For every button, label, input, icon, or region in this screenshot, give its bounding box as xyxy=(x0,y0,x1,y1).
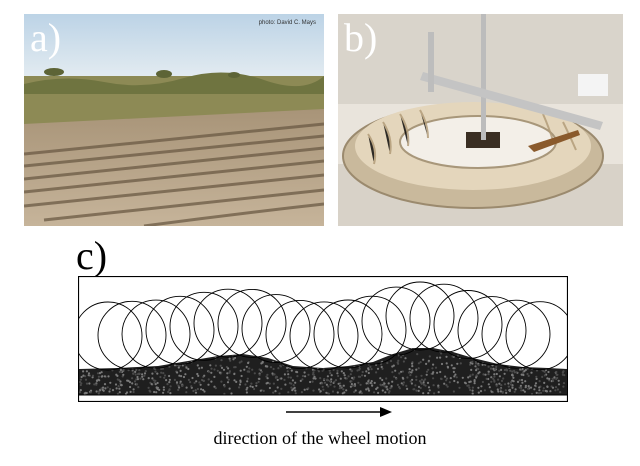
direction-caption: direction of the wheel motion xyxy=(213,428,427,448)
wheel-circle xyxy=(217,288,287,358)
wheel-circle xyxy=(121,299,191,369)
circular-track-photo xyxy=(338,14,623,226)
panel-c-label: c) xyxy=(76,233,108,278)
wheel-circle xyxy=(361,286,431,356)
wheel-circle xyxy=(409,283,479,353)
wheel-positions xyxy=(73,281,575,371)
central-axle xyxy=(481,14,486,140)
washboard-road-photo: photo: David C. Mays xyxy=(24,14,324,226)
wheel-simulation-diagram xyxy=(73,275,575,403)
direction-arrow xyxy=(286,407,392,417)
wheel-arm xyxy=(420,72,603,130)
wheel-circle xyxy=(241,294,311,364)
wheel-circle xyxy=(313,299,383,369)
wheel-circle xyxy=(481,299,551,369)
wheel-circle xyxy=(433,290,503,359)
grain-texture xyxy=(78,348,566,396)
wheel-circle xyxy=(337,295,407,365)
wheel-circle xyxy=(385,281,455,351)
lab-scene xyxy=(338,14,623,226)
road-scene xyxy=(24,14,324,226)
panel-b-label: b) xyxy=(344,15,378,60)
photo-credit: photo: David C. Mays xyxy=(258,20,316,26)
wheel-circle xyxy=(289,301,359,371)
sky xyxy=(24,14,324,84)
wheel-circle xyxy=(265,300,335,369)
washboard-ripples xyxy=(24,122,324,226)
wheel-circle xyxy=(457,296,527,366)
simulation-svg xyxy=(73,275,575,403)
panel-a-label: a) xyxy=(30,15,62,60)
wheel-circle xyxy=(97,300,167,370)
wheel-circle xyxy=(145,295,215,365)
wheel-circle xyxy=(193,288,263,358)
wheel-circle xyxy=(169,291,239,361)
